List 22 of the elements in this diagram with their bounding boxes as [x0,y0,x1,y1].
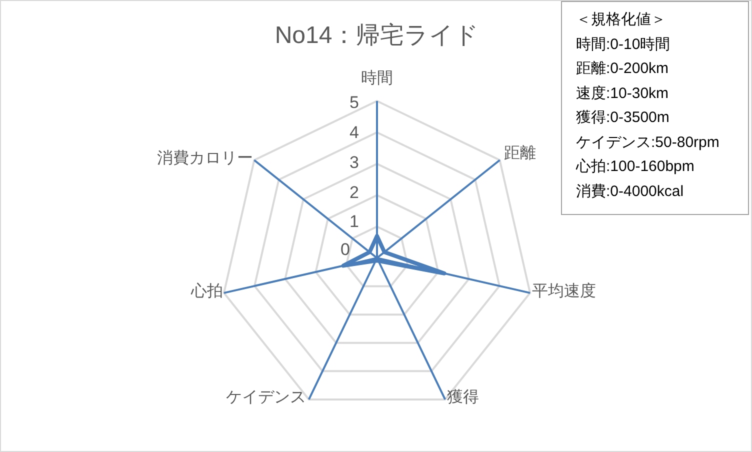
note-text: 獲得:0-3500m [576,108,670,128]
axis-label: 距離 [504,146,536,162]
note-text: ケイデンス:50-80rpm [576,132,720,152]
axis-label: 消費カロリー [157,151,253,167]
note-text: ＜規格化値＞ [576,10,666,30]
tick-label: 2 [350,184,359,201]
tick-label: 3 [350,154,359,171]
tick-label: 0 [340,241,350,258]
chart-title: No14：帰宅ライド [274,21,480,51]
note-text: 時間:0-10時間 [576,34,670,54]
note-text: 速度:10-30km [576,84,669,104]
note-text: 消費:0-4000kcal [576,182,684,202]
axis-label: ケイデンス [226,390,306,406]
note-text: 心拍:100-160bpm [576,157,694,177]
axis-label: 獲得 [447,390,479,406]
note-text: 距離:0-200km [576,59,669,79]
tick-label: 5 [350,94,359,111]
axis-label: 心拍 [191,284,223,300]
tick-label: 1 [350,213,359,230]
axis-label: 平均速度 [532,284,596,300]
tick-label: 4 [350,124,359,141]
axis-label: 時間 [361,71,393,87]
